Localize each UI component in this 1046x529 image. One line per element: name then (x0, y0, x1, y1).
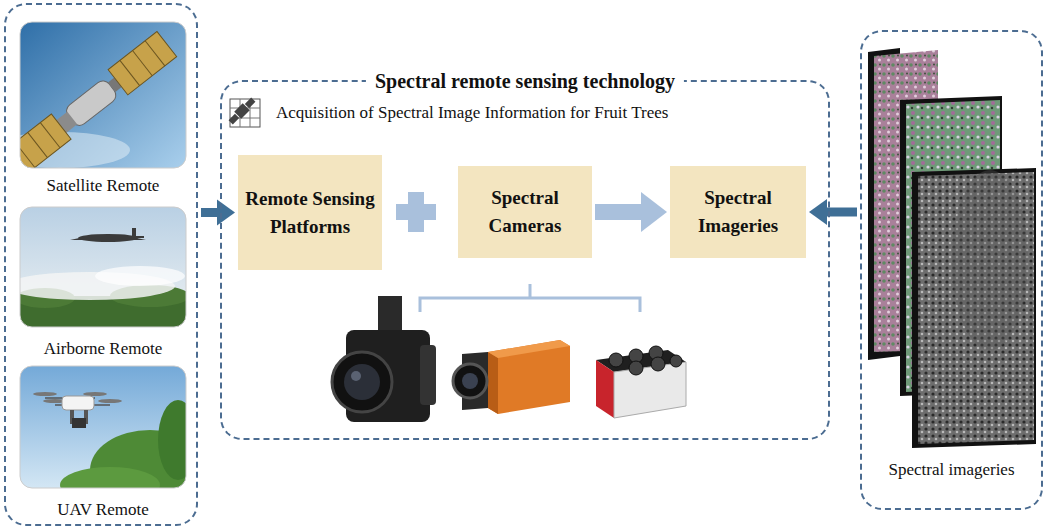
arrow-head (641, 192, 667, 232)
process-box: Spectral Imageries (670, 166, 806, 258)
grid-icon (227, 96, 260, 127)
process-box: Remote Sensing Platforms (238, 155, 382, 270)
camera-orange (453, 340, 570, 414)
caption: UAV Remote (54, 499, 151, 520)
caption: Airborne Remote (41, 338, 166, 359)
panel-title: Spectral remote sensing technology (366, 68, 684, 94)
flow-arrow (595, 192, 667, 232)
camera-multispectral (596, 346, 686, 418)
flow-arrow (201, 200, 235, 226)
imagery-panel: Spectral imageries (860, 30, 1043, 510)
spectral-imagery-stack (868, 48, 1036, 448)
arrow-shaft (595, 204, 642, 220)
drone-photo (20, 366, 186, 488)
caption: Spectral imageries (885, 459, 1017, 480)
bracket (420, 284, 640, 312)
arrow-shaft (201, 208, 218, 217)
box-label: Spectral Imageries (676, 184, 800, 239)
process-box: Spectral Cameras (458, 166, 592, 258)
platform-photo: Satellite Remote (18, 20, 188, 196)
caption: Satellite Remote (44, 175, 163, 196)
arrow-head (809, 199, 827, 225)
platform-photo: Airborne Remote (18, 205, 188, 359)
technology-panel: Spectral remote sensing technologyAcquis… (220, 80, 830, 440)
arrow-shaft (826, 208, 857, 217)
camera-gimbal (332, 296, 436, 422)
plus-sign (396, 192, 436, 232)
panel-subtitle: Acquisition of Spectral Image Informatio… (276, 102, 668, 124)
platform-photo: UAV Remote (18, 364, 188, 520)
satellite-photo (20, 22, 186, 168)
box-label: Remote Sensing Platforms (244, 185, 376, 240)
source-panel: Satellite RemoteAirborne RemoteUAV Remot… (4, 3, 198, 526)
flow-arrow (809, 199, 857, 225)
box-label: Spectral Cameras (464, 184, 586, 239)
airplane-photo (20, 207, 186, 327)
